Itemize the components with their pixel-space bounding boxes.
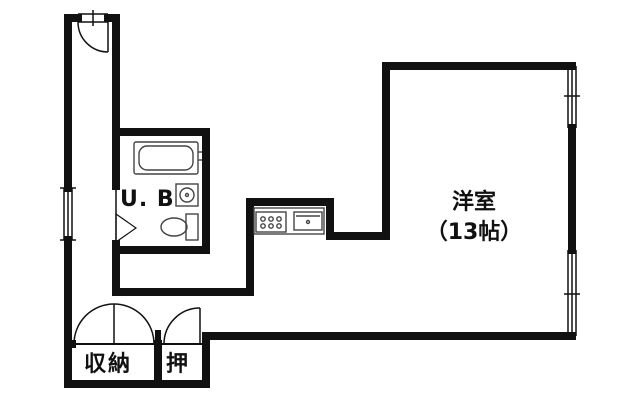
window-right-top — [564, 66, 580, 128]
kitchen-sink-icon — [293, 211, 323, 231]
storage-block — [64, 332, 210, 388]
bath-door — [115, 186, 138, 244]
toilet-icon — [160, 213, 199, 241]
bath-wall — [112, 128, 210, 254]
corridor-bottom-wall — [112, 62, 576, 296]
sink-icon — [175, 183, 199, 207]
kitchen-counter — [253, 207, 325, 235]
storage-label: 収納 — [84, 352, 133, 377]
kitchen-counter-outline — [253, 207, 325, 235]
bathtub-icon — [133, 141, 202, 175]
bath-fixtures — [133, 141, 202, 241]
western-room-size: （13帖） — [425, 220, 523, 245]
unit-bath-label: U. B — [120, 187, 175, 212]
western-room-name: 洋室 — [451, 190, 496, 215]
closet-door — [163, 307, 201, 345]
windows — [60, 10, 580, 336]
doors — [73, 21, 201, 345]
window-top-door — [78, 10, 108, 26]
window-left — [60, 187, 76, 241]
western-room-label: 洋室 （13帖） — [424, 188, 524, 248]
window-right-bottom — [564, 250, 580, 336]
stove-icon — [255, 211, 287, 233]
storage-doors — [73, 303, 155, 345]
entrance-door — [77, 21, 109, 53]
closet-label: 押 — [166, 352, 189, 377]
